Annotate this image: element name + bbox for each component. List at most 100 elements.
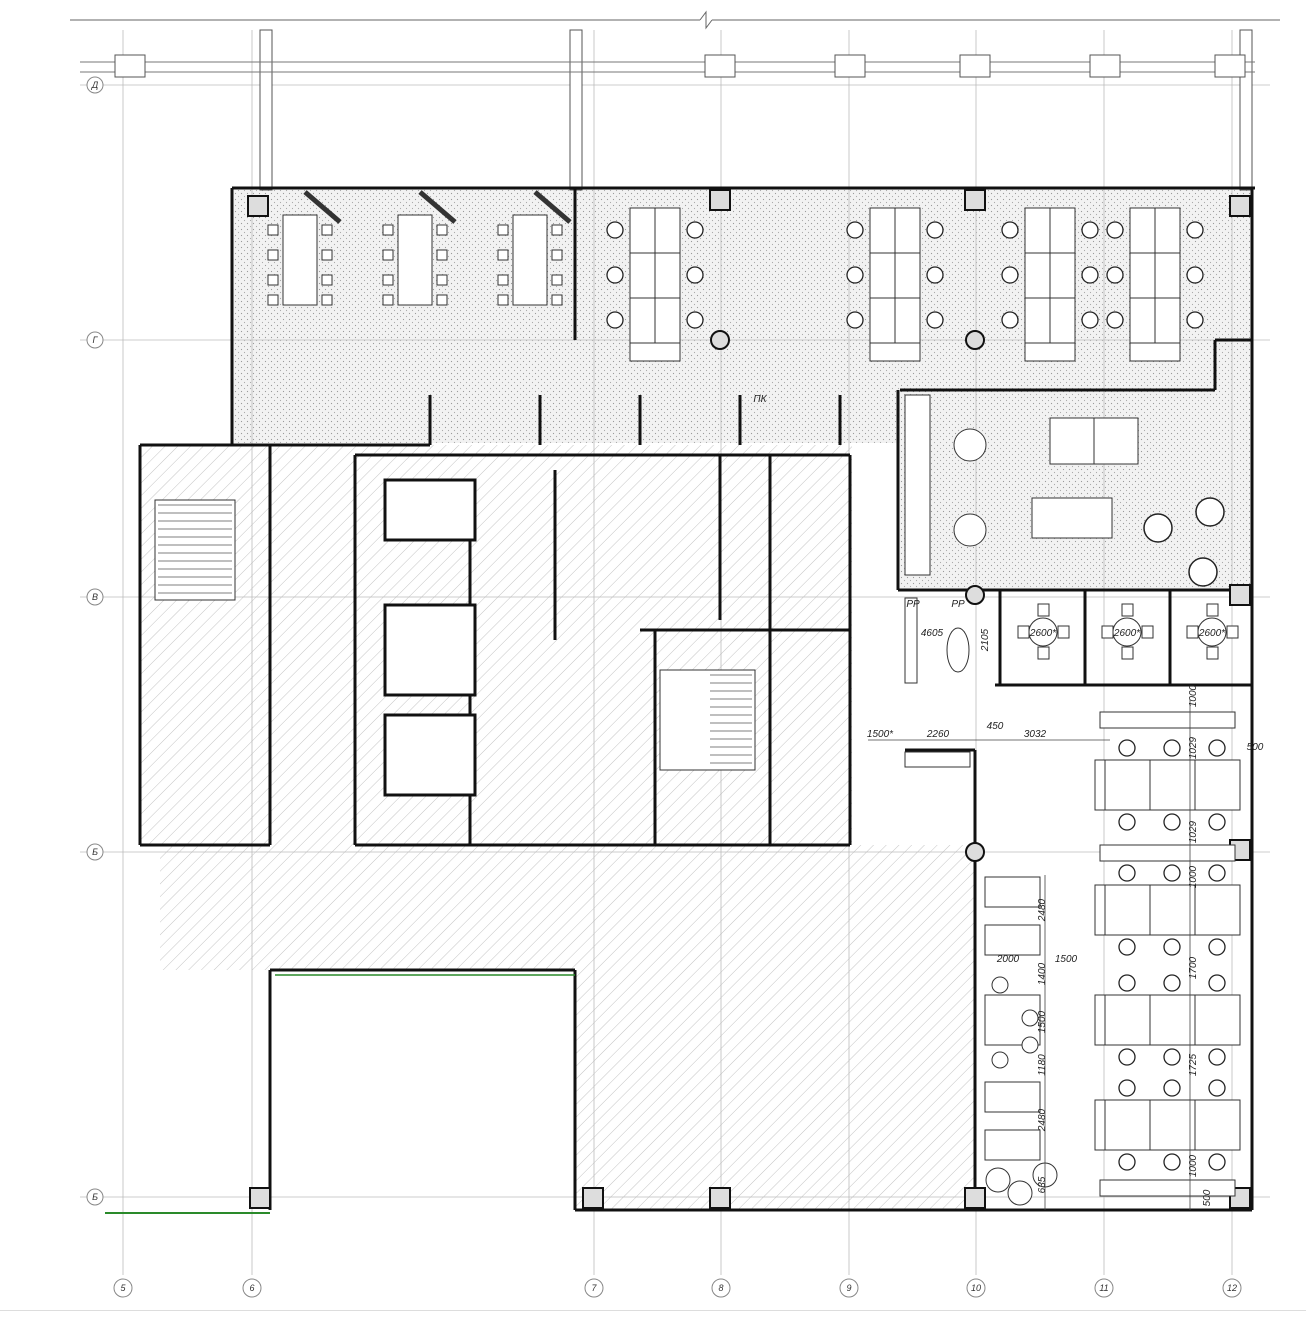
grid-label-col: 8	[718, 1283, 723, 1293]
office-chair	[1001, 311, 1019, 329]
round-column	[965, 842, 985, 862]
dimension-label: 2260	[926, 729, 950, 740]
elevator-shaft	[383, 713, 477, 797]
dimension-label: 500	[1202, 1189, 1213, 1206]
facade-window	[704, 54, 736, 78]
grid-bubble-col	[839, 1278, 859, 1298]
radiator	[904, 751, 971, 768]
office-chair	[1208, 1153, 1226, 1171]
structural-column	[709, 1187, 731, 1209]
grid-label-col: 7	[591, 1283, 597, 1293]
chair	[1206, 603, 1219, 617]
office-chair	[1118, 974, 1136, 992]
structural-column	[247, 195, 269, 217]
office-chair	[686, 221, 704, 239]
desk-pair	[1194, 884, 1241, 936]
dimension-label: 1000	[1188, 684, 1199, 707]
stool	[991, 976, 1009, 994]
chair	[382, 224, 394, 236]
office-chair	[1106, 266, 1124, 284]
facade-column	[259, 29, 273, 191]
storage-unit	[1129, 342, 1181, 362]
dimension-label: 3032	[1024, 729, 1047, 740]
office-chair	[1163, 1079, 1181, 1097]
desk-pair	[1149, 1099, 1196, 1151]
grid-bubble-row	[86, 76, 104, 94]
office-chair	[1106, 311, 1124, 329]
storage-unit	[1094, 759, 1106, 811]
dimension-label: 1000	[1188, 865, 1199, 888]
lounge-chair	[985, 1167, 1011, 1193]
dimension-label: 1029	[1188, 736, 1199, 759]
office-chair	[926, 266, 944, 284]
office-chair	[1163, 938, 1181, 956]
grid-label-row: Г	[93, 335, 99, 345]
chair	[382, 274, 394, 286]
office-chair	[1118, 1048, 1136, 1066]
meeting-room-size: 2600*	[1113, 628, 1141, 639]
lounge-chair	[1007, 1180, 1033, 1206]
chair	[1141, 625, 1154, 639]
sofa	[984, 924, 1041, 956]
chair	[267, 249, 279, 261]
office-chair	[1208, 974, 1226, 992]
facade-window	[1089, 54, 1121, 78]
chair	[267, 294, 279, 306]
chair	[382, 294, 394, 306]
office-chair	[1118, 1153, 1136, 1171]
cafe-table	[953, 513, 987, 547]
dimension-label: 1029	[1188, 820, 1199, 843]
office-chair	[1118, 813, 1136, 831]
desk-pair	[1104, 994, 1151, 1046]
hatched-core-zone	[140, 445, 852, 845]
page-divider	[0, 1310, 1306, 1311]
dimension-label: 1180	[1037, 1054, 1048, 1076]
storage-unit	[1024, 342, 1076, 362]
chair	[497, 224, 509, 236]
desk-pair	[1194, 994, 1241, 1046]
grid-label-row: В	[92, 592, 98, 602]
office-chair	[1186, 221, 1204, 239]
facade-column	[569, 29, 583, 191]
grid-bubble-row	[86, 1188, 104, 1206]
dimension-label: 1700	[1188, 956, 1199, 979]
desk-pair	[1104, 884, 1151, 936]
grid-bubble-row	[86, 331, 104, 349]
dimension-label: 1725	[1188, 1053, 1199, 1076]
structural-column	[964, 189, 986, 211]
chair	[497, 249, 509, 261]
office-chair	[1081, 221, 1099, 239]
dimension-label: 2480	[1037, 898, 1048, 922]
grid-layer	[70, 10, 1280, 1298]
chair	[321, 224, 333, 236]
stool	[1021, 1036, 1039, 1054]
grid-label-col: 12	[1227, 1283, 1237, 1293]
office-chair	[1208, 1079, 1226, 1097]
dimension-label: 500	[1247, 742, 1264, 753]
grid-bubble-col	[1222, 1278, 1242, 1298]
dimension-label: 1500*	[867, 729, 894, 740]
office-chair	[1208, 1048, 1226, 1066]
storage-unit	[1094, 1099, 1106, 1151]
grid-bubble-row	[86, 588, 104, 606]
office-chair	[1208, 813, 1226, 831]
locker-row	[1099, 711, 1236, 729]
sofa	[984, 1081, 1041, 1113]
office-chair	[1163, 974, 1181, 992]
chair	[1206, 646, 1219, 660]
locker-row	[1099, 1179, 1236, 1197]
room-tag-pp: PP	[951, 599, 965, 610]
chair	[321, 294, 333, 306]
storage-unit	[869, 342, 921, 362]
break-symbol	[699, 10, 713, 30]
round-column	[965, 330, 985, 350]
sofa	[984, 1129, 1041, 1161]
desk-pair	[1194, 1099, 1241, 1151]
office-chair	[1208, 938, 1226, 956]
office-chair	[606, 266, 624, 284]
office-chair	[1163, 813, 1181, 831]
office-chair	[926, 311, 944, 329]
chair	[436, 249, 448, 261]
chair	[436, 224, 448, 236]
walls-layer	[80, 29, 1255, 1214]
